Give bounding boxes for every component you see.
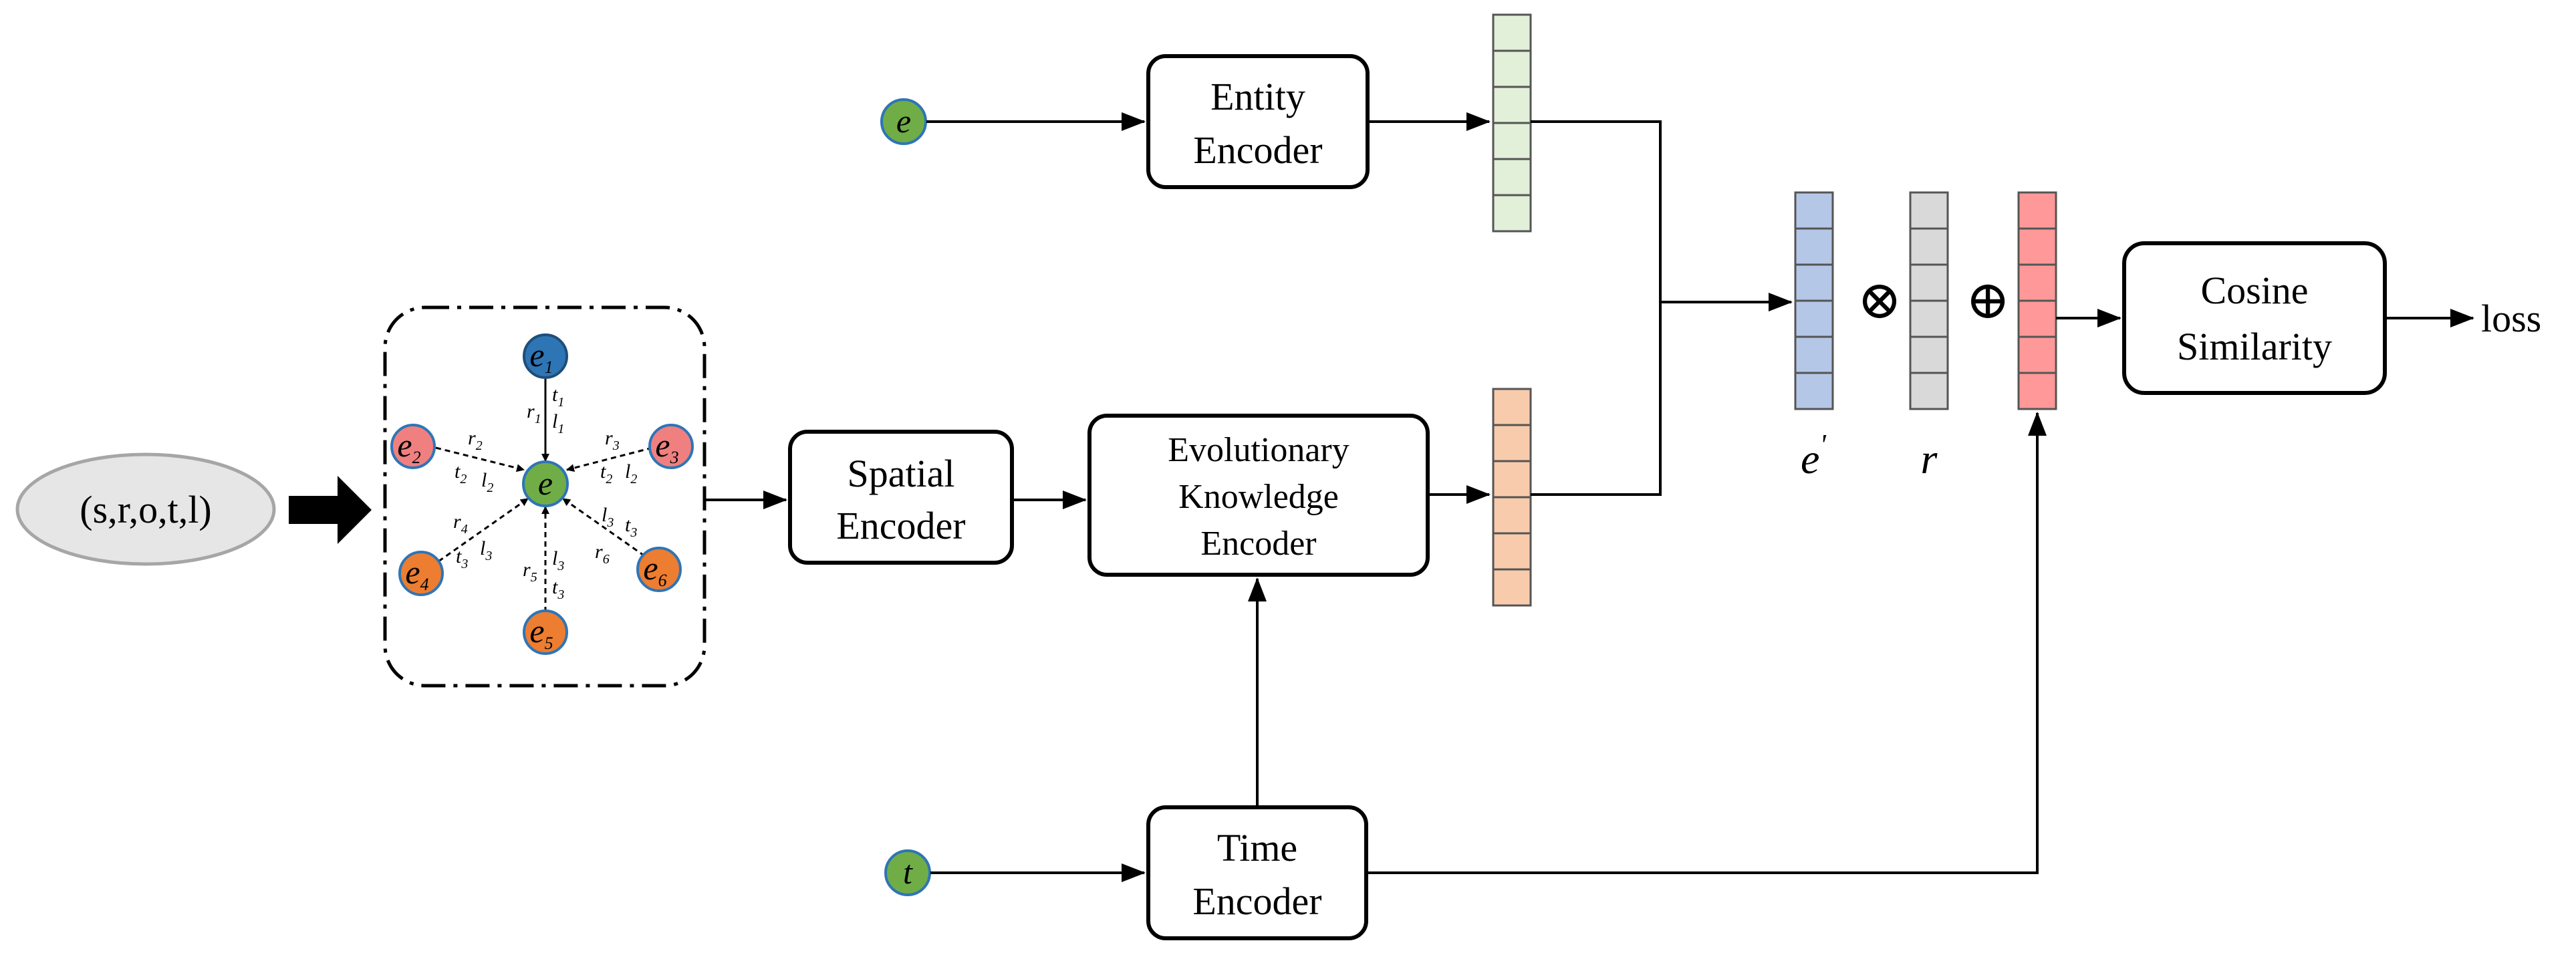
entity-embedding-vector bbox=[1492, 13, 1532, 233]
svg-text:Encoder: Encoder bbox=[1200, 525, 1316, 563]
edge-label: t3 bbox=[456, 545, 468, 571]
spatial-encoder-box: Spatial Encoder bbox=[788, 430, 1014, 565]
input-tuple-node: (s,r,o,t,l) bbox=[15, 452, 276, 566]
neighbor-node-e5: e5 bbox=[523, 609, 568, 655]
edge-label: l1 bbox=[552, 410, 564, 436]
svg-text:Time: Time bbox=[1217, 826, 1297, 869]
graph-nodes: e e1 e2 e3 e4 e5 e6 bbox=[390, 333, 694, 655]
relation-vector bbox=[1909, 191, 1949, 410]
svg-text:Encoder: Encoder bbox=[1193, 128, 1322, 172]
edge-label: l3 bbox=[602, 504, 614, 530]
svg-text:Entity: Entity bbox=[1210, 75, 1305, 118]
e-prime-vector bbox=[1794, 191, 1834, 410]
edge-label: r3 bbox=[605, 427, 620, 453]
edge-label: r4 bbox=[453, 511, 468, 537]
svg-text:Encoder: Encoder bbox=[836, 504, 965, 547]
multiply-operator: ⊗ bbox=[1857, 271, 1902, 330]
relation-label: r bbox=[1921, 435, 1938, 483]
edge-label: l3 bbox=[480, 537, 492, 563]
svg-text:e: e bbox=[896, 102, 911, 140]
edge-label: r1 bbox=[527, 400, 541, 426]
neighbor-node-e2: e2 bbox=[390, 424, 436, 469]
evolutionary-encoder-box: Evolutionary Knowledge Encoder bbox=[1087, 414, 1430, 577]
e-prime-label: e' bbox=[1801, 428, 1827, 483]
svg-text:e2: e2 bbox=[397, 426, 420, 467]
sum-vector bbox=[2017, 191, 2057, 410]
edge-label: t2 bbox=[455, 460, 467, 487]
svg-text:Knowledge: Knowledge bbox=[1178, 478, 1339, 516]
neighbor-node-e4: e4 bbox=[398, 551, 444, 596]
entity-encoder-box: Entity Encoder bbox=[1146, 54, 1370, 189]
svg-text:Spatial: Spatial bbox=[847, 452, 954, 495]
edge-label: r2 bbox=[468, 427, 483, 453]
neighbor-node-e3: e3 bbox=[648, 424, 694, 469]
loss-label: loss bbox=[2481, 297, 2541, 340]
svg-text:e5: e5 bbox=[529, 612, 553, 653]
svg-text:e1: e1 bbox=[529, 336, 553, 377]
svg-text:Evolutionary: Evolutionary bbox=[1168, 431, 1349, 469]
merge-connector bbox=[1531, 120, 1793, 496]
input-tuple-label: (s,r,o,t,l) bbox=[80, 488, 211, 531]
svg-text:Cosine: Cosine bbox=[2200, 269, 2308, 312]
graph-edges bbox=[435, 378, 653, 612]
add-operator: ⊕ bbox=[1965, 271, 2010, 330]
time-input-node: t bbox=[884, 849, 931, 896]
edge-labels: r1 t1 l1 r2 t2 l2 r3 t2 l2 r4 t3 l3 r5 l… bbox=[453, 384, 637, 602]
edge-label: l2 bbox=[481, 469, 493, 495]
time-encoder-box: Time Encoder bbox=[1146, 805, 1368, 940]
svg-text:Similarity: Similarity bbox=[2177, 325, 2332, 368]
edge-label: r6 bbox=[595, 541, 610, 567]
center-entity-node: e bbox=[522, 460, 569, 507]
neighbor-node-e6: e6 bbox=[636, 547, 682, 592]
edge-label: r5 bbox=[523, 559, 537, 585]
svg-text:e4: e4 bbox=[405, 553, 428, 594]
svg-text:t: t bbox=[903, 853, 913, 891]
evolution-embedding-vector bbox=[1492, 388, 1532, 607]
svg-text:e6: e6 bbox=[643, 549, 666, 590]
edge-label: t3 bbox=[625, 514, 637, 540]
svg-text:e3: e3 bbox=[655, 426, 678, 467]
cosine-similarity-box: Cosine Similarity bbox=[2122, 241, 2387, 395]
edge-label: l2 bbox=[625, 460, 637, 487]
neighbor-node-e1: e1 bbox=[523, 333, 568, 379]
neighborhood-graph-frame bbox=[383, 305, 706, 688]
svg-text:Encoder: Encoder bbox=[1192, 879, 1321, 923]
edge-label: l3 bbox=[552, 547, 564, 573]
entity-input-node: e bbox=[880, 98, 927, 145]
arrow-time-to-sum bbox=[1366, 412, 2047, 874]
edge-label: t2 bbox=[600, 460, 612, 487]
edge-label: t3 bbox=[552, 576, 564, 602]
svg-text:e: e bbox=[538, 464, 553, 502]
edge-label: t1 bbox=[552, 384, 564, 410]
thick-arrow bbox=[289, 476, 372, 544]
